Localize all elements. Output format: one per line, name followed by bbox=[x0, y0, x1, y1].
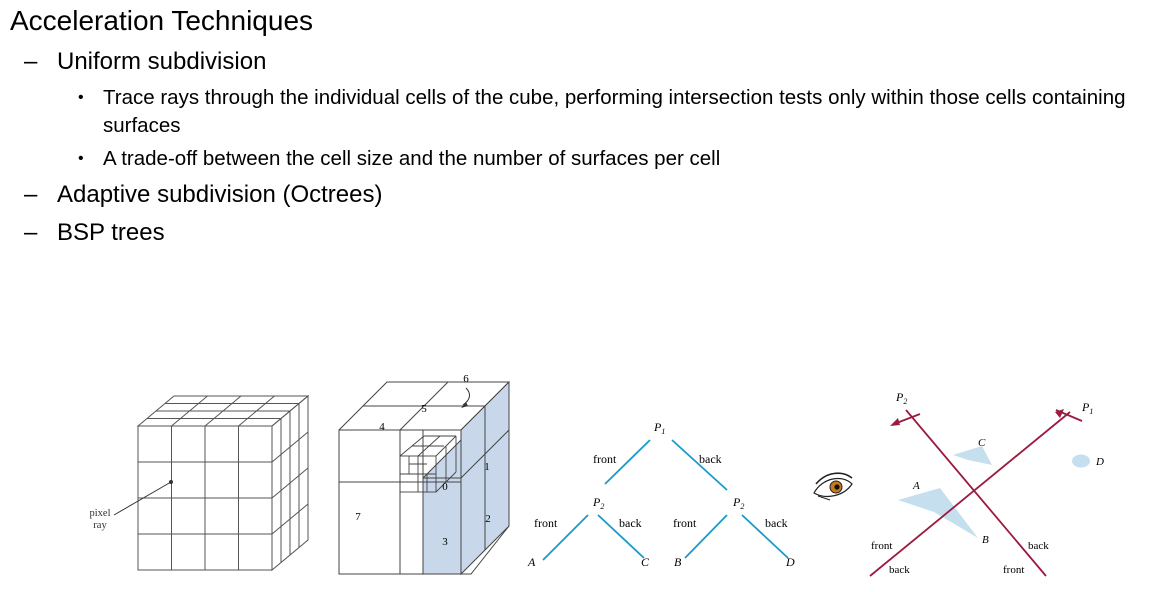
dash-marker: – bbox=[24, 181, 38, 208]
octree-cell-0: 0 bbox=[442, 481, 448, 493]
p1-side-back: back bbox=[889, 564, 910, 576]
bsp-space-figure bbox=[869, 409, 1090, 577]
object-c-label: C bbox=[978, 437, 986, 449]
dot-marker: • bbox=[78, 150, 84, 167]
bsp-edge-back: back bbox=[699, 452, 722, 466]
dash-marker: – bbox=[24, 219, 38, 246]
sub-bullet-text: Trace rays through the individual cells … bbox=[103, 86, 1126, 137]
sub-bullet-trace-rays: • Trace rays through the individual cell… bbox=[78, 84, 1168, 140]
object-d-label: D bbox=[1095, 456, 1104, 468]
sub-bullet-text: A trade-off between the cell size and th… bbox=[103, 147, 721, 170]
octree-cell-4: 4 bbox=[379, 421, 385, 433]
octree-cell-5: 5 bbox=[421, 403, 427, 415]
bullet-bsp-trees: –BSP trees bbox=[24, 218, 165, 248]
p2-side-front: front bbox=[871, 540, 892, 552]
p2-side-back: back bbox=[1028, 540, 1049, 552]
bsp-edge-front: front bbox=[534, 516, 558, 530]
octree-cell-6: 6 bbox=[463, 373, 469, 385]
bsp-left-node-label: P2 bbox=[592, 495, 604, 511]
dash-marker: – bbox=[24, 48, 38, 75]
p1-side-front: front bbox=[1003, 564, 1024, 576]
bullet-text: BSP trees bbox=[57, 219, 165, 246]
bsp-tree-figure bbox=[542, 439, 789, 561]
octree-cell-3: 3 bbox=[442, 536, 448, 548]
bullet-uniform-subdivision: –Uniform subdivision bbox=[24, 47, 266, 77]
plane-p1-label: P1 bbox=[1081, 400, 1093, 416]
bullet-text: Uniform subdivision bbox=[57, 48, 267, 75]
bsp-leaf-c: C bbox=[641, 555, 650, 569]
pixel-label: pixel bbox=[90, 508, 111, 519]
bsp-edge-back: back bbox=[619, 516, 642, 530]
bsp-leaf-b: B bbox=[674, 555, 682, 569]
octree-cell-2: 2 bbox=[485, 513, 491, 525]
bsp-edge-back: back bbox=[765, 516, 788, 530]
bsp-right-node-label: P2 bbox=[732, 495, 744, 511]
octree-cell-7: 7 bbox=[355, 511, 361, 523]
uniform-grid-figure bbox=[113, 394, 310, 572]
bullet-text: Adaptive subdivision (Octrees) bbox=[57, 181, 383, 208]
bsp-edge-front: front bbox=[593, 452, 617, 466]
eye-icon bbox=[813, 472, 853, 501]
sub-bullet-trade-off: • A trade-off between the cell size and … bbox=[78, 145, 1168, 173]
bsp-edge-front: front bbox=[673, 516, 697, 530]
bsp-root-label: P1 bbox=[653, 420, 665, 436]
ray-label: ray bbox=[93, 520, 107, 531]
object-b-label: B bbox=[982, 534, 989, 546]
slide-title: Acceleration Techniques bbox=[10, 5, 314, 36]
object-a-label: A bbox=[912, 480, 920, 492]
octree-cell-1: 1 bbox=[484, 461, 490, 473]
plane-p2-label: P2 bbox=[895, 390, 907, 406]
bsp-leaf-a: A bbox=[527, 555, 536, 569]
octree-figure bbox=[338, 380, 510, 576]
dot-marker: • bbox=[78, 89, 84, 106]
bullet-adaptive-subdivision: –Adaptive subdivision (Octrees) bbox=[24, 180, 382, 210]
bsp-leaf-d: D bbox=[785, 555, 795, 569]
